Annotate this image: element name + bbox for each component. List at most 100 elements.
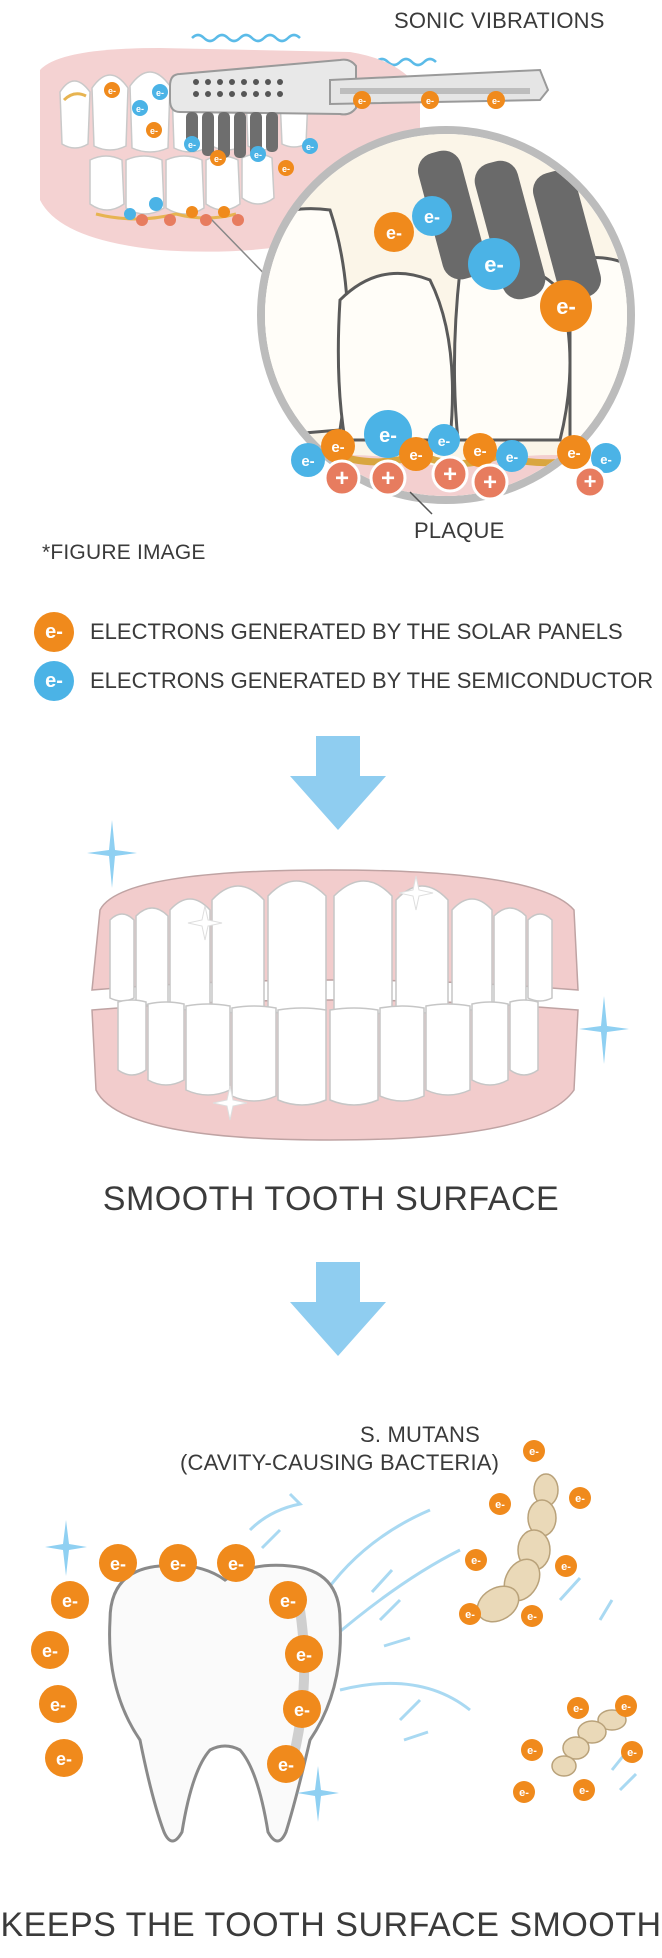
electron-orange: e- [555, 1555, 577, 1577]
svg-text:e-: e- [556, 294, 576, 319]
electron-blue: e- [468, 238, 520, 290]
svg-text:e-: e- [484, 252, 504, 277]
electron-orange: e- [465, 1549, 487, 1571]
electron-orange [218, 206, 230, 218]
svg-text:e-: e- [527, 1745, 537, 1757]
electron-orange: e- [489, 1493, 511, 1515]
plaque-plus: + [323, 459, 361, 497]
electron-orange: e- [374, 212, 414, 252]
electron-blue [124, 208, 136, 220]
electron-blue: e- [250, 146, 266, 162]
svg-text:e-: e- [296, 1645, 312, 1665]
electron-blue: e- [428, 424, 460, 456]
svg-text:e-: e- [50, 1695, 66, 1715]
sparkle-icon [187, 875, 434, 1121]
electron-badges-bottom: e- e- e- e- e- e- e- e- e- e- e- e- e- e… [31, 1440, 643, 1803]
electron-orange: e- [278, 160, 294, 176]
svg-text:e-: e- [561, 1561, 571, 1573]
svg-text:e-: e- [214, 154, 222, 164]
svg-text:e-: e- [527, 1611, 537, 1623]
figure-image-note: *FIGURE IMAGE [42, 541, 206, 564]
svg-text:e-: e- [386, 223, 402, 243]
svg-text:e-: e- [471, 1555, 481, 1567]
electron-blue: e- [591, 443, 621, 473]
down-arrow-1 [290, 736, 386, 830]
svg-text:+: + [335, 465, 349, 492]
electron-orange [186, 206, 198, 218]
svg-text:e-: e- [42, 1641, 58, 1661]
svg-text:e-: e- [465, 1609, 475, 1621]
svg-text:+: + [584, 469, 597, 494]
legend-semiconductor-text: ELECTRONS GENERATED BY THE SEMICONDUCTOR [90, 668, 654, 693]
electron-orange: e- [399, 437, 433, 471]
plaque-label: PLAQUE [414, 518, 505, 543]
svg-text:+: + [381, 465, 395, 492]
electron-orange: e- [521, 1739, 543, 1761]
svg-text:e-: e- [110, 1554, 126, 1574]
svg-text:e-: e- [301, 453, 314, 470]
cavity-bacteria-label: (CAVITY-CAUSING BACTERIA) [180, 1450, 500, 1475]
electron-blue: e- [184, 136, 200, 152]
blue-sparkles [87, 820, 629, 1064]
svg-text:e-: e- [379, 425, 397, 447]
sonic-vibrations-label: SONIC VIBRATIONS [394, 8, 605, 33]
keeps-smooth-heading: KEEPS THE TOOTH SURFACE SMOOTH [0, 1906, 662, 1944]
electron-orange: e- [463, 433, 497, 467]
electron-orange: e- [557, 435, 591, 469]
sparkle-icon [45, 1520, 87, 1576]
plaque-plus [136, 214, 148, 226]
legend-solar-text: ELECTRONS GENERATED BY THE SOLAR PANELS [90, 619, 623, 644]
electron-blue: e- [291, 443, 325, 477]
electron-orange: e- [269, 1581, 307, 1619]
svg-text:e-: e- [424, 207, 440, 227]
svg-text:e-: e- [150, 126, 158, 136]
electron-orange: e- [285, 1635, 323, 1673]
electron-blue: e- [132, 100, 148, 116]
electron-orange: e- [567, 1697, 589, 1719]
smooth-surface-heading: SMOOTH TOOTH SURFACE [102, 1180, 560, 1218]
legend-blue-electron-icon: e- [34, 661, 74, 701]
s-mutans-label: S. MUTANS [360, 1422, 480, 1447]
svg-text:e-: e- [228, 1554, 244, 1574]
plaque-plus: + [369, 459, 407, 497]
svg-text:e-: e- [600, 452, 612, 467]
svg-text:e-: e- [473, 443, 486, 460]
svg-text:e-: e- [426, 96, 434, 106]
electron-blue [149, 197, 163, 211]
svg-text:e-: e- [627, 1747, 637, 1759]
electron-orange: e- [104, 82, 120, 98]
electron-orange: e- [621, 1741, 643, 1763]
svg-text:e-: e- [56, 1749, 72, 1769]
electron-badges-top: e- e- e- e- e- e- e- e- e- e- e- e- e- e… [104, 82, 621, 515]
svg-text:+: + [443, 461, 457, 488]
svg-text:e-: e- [280, 1591, 296, 1611]
electron-blue: e- [152, 84, 168, 100]
svg-text:e-: e- [567, 445, 580, 462]
electron-blue: e- [496, 440, 528, 472]
down-arrow-2 [290, 1262, 386, 1356]
electron-orange: e- [283, 1690, 321, 1728]
electron-orange: e- [267, 1745, 305, 1783]
svg-text:e-: e- [306, 142, 314, 152]
legend-orange-electron-icon: e- [34, 612, 74, 652]
svg-text:e-: e- [136, 104, 144, 114]
electron-orange: e- [210, 150, 226, 166]
svg-text:+: + [483, 469, 497, 496]
electron-blue: e- [412, 196, 452, 236]
electron-orange: e- [159, 1544, 197, 1582]
plaque-plus: + [573, 465, 607, 499]
electron-orange: e- [353, 91, 371, 109]
svg-text:e-: e- [108, 86, 116, 96]
svg-text:e-: e- [438, 433, 451, 449]
electron-orange: e- [573, 1779, 595, 1801]
electron-orange: e- [39, 1685, 77, 1723]
plaque-plus: + [431, 455, 469, 493]
sparkle-icon [87, 820, 137, 888]
svg-text:e-: e- [409, 447, 422, 464]
svg-text:e-: e- [331, 439, 344, 456]
plaque-plus: + [471, 463, 509, 501]
electron-orange: e- [45, 1739, 83, 1777]
sparkle-icon [297, 1766, 339, 1822]
svg-text:e-: e- [188, 140, 196, 150]
plaque-plus [164, 214, 176, 226]
